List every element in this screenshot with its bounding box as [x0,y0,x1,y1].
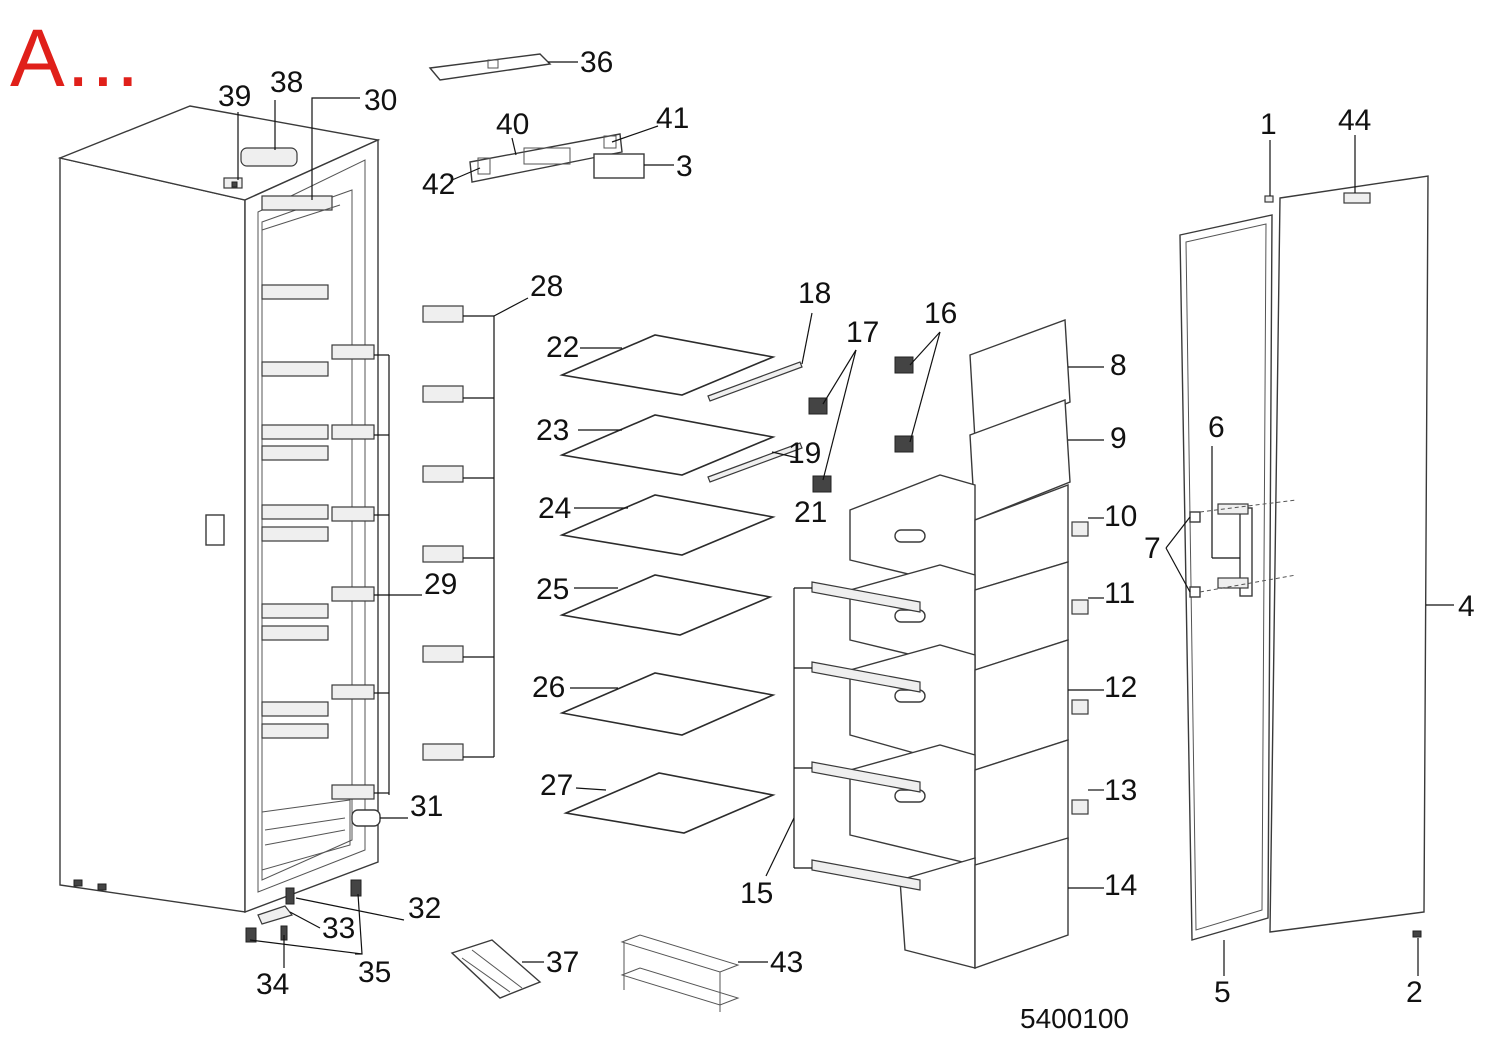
shelf-brackets [808,356,914,493]
callout-30: 30 [364,84,397,117]
trim-strip-19 [707,442,803,483]
drawer-covers [811,581,921,891]
diagram-code: 5400100 [1020,1003,1129,1034]
callout-11: 11 [1104,577,1135,610]
callout-37: 37 [546,946,579,979]
callout-35: 35 [358,956,391,989]
callouts: 1 2 3 4 5 6 7 8 9 10 11 12 13 14 15 16 1… [218,46,1475,1009]
callout-3: 3 [676,150,693,183]
glass-shelves [559,334,776,834]
callout-26: 26 [532,671,565,704]
bottom-hardware [245,879,362,943]
callout-40: 40 [496,108,529,141]
callout-1: 1 [1260,108,1277,141]
callout-16: 16 [924,297,957,330]
callout-31: 31 [410,790,443,823]
ice-tray [450,939,542,999]
callout-38: 38 [270,66,303,99]
cabinet-shelf-rails [261,284,381,871]
callout-2: 2 [1406,976,1423,1009]
corner-mark: A... [10,13,142,104]
cabinet [57,105,381,914]
callout-36: 36 [580,46,613,79]
callout-17: 17 [846,316,879,349]
door-assembly [1179,175,1429,941]
callout-24: 24 [538,492,571,525]
callout-39: 39 [218,80,251,113]
callout-41: 41 [656,102,689,135]
callout-7: 7 [1144,532,1161,565]
callout-15: 15 [740,877,773,910]
callout-44: 44 [1338,104,1371,137]
callout-29: 29 [424,568,457,601]
callout-33: 33 [322,912,355,945]
door-panel [1269,175,1429,933]
callout-10: 10 [1104,500,1137,533]
bottle-rack [620,934,740,1012]
callout-21: 21 [794,496,827,529]
callout-22: 22 [546,331,579,364]
callout-5: 5 [1214,976,1231,1009]
shelf-support-clips [422,305,464,761]
callout-28: 28 [530,270,563,303]
trim-strip-18 [707,361,803,402]
callout-19: 19 [788,437,821,470]
control-panel [469,133,645,183]
callout-18: 18 [798,277,831,310]
callout-34: 34 [256,968,289,1001]
callout-13: 13 [1104,774,1137,807]
callout-12: 12 [1104,671,1137,704]
callout-43: 43 [770,946,803,979]
callout-42: 42 [422,168,455,201]
callout-4: 4 [1458,590,1475,623]
control-housing [428,53,552,81]
callout-27: 27 [540,769,573,802]
callout-25: 25 [536,573,569,606]
drawer-stack [849,319,1089,969]
callout-32: 32 [408,892,441,925]
callout-14: 14 [1104,869,1137,902]
callout-9: 9 [1110,422,1127,455]
callout-6: 6 [1208,411,1225,444]
top-cover [240,147,298,167]
callout-8: 8 [1110,349,1127,382]
callout-23: 23 [536,414,569,447]
leader-lines [237,61,1454,976]
